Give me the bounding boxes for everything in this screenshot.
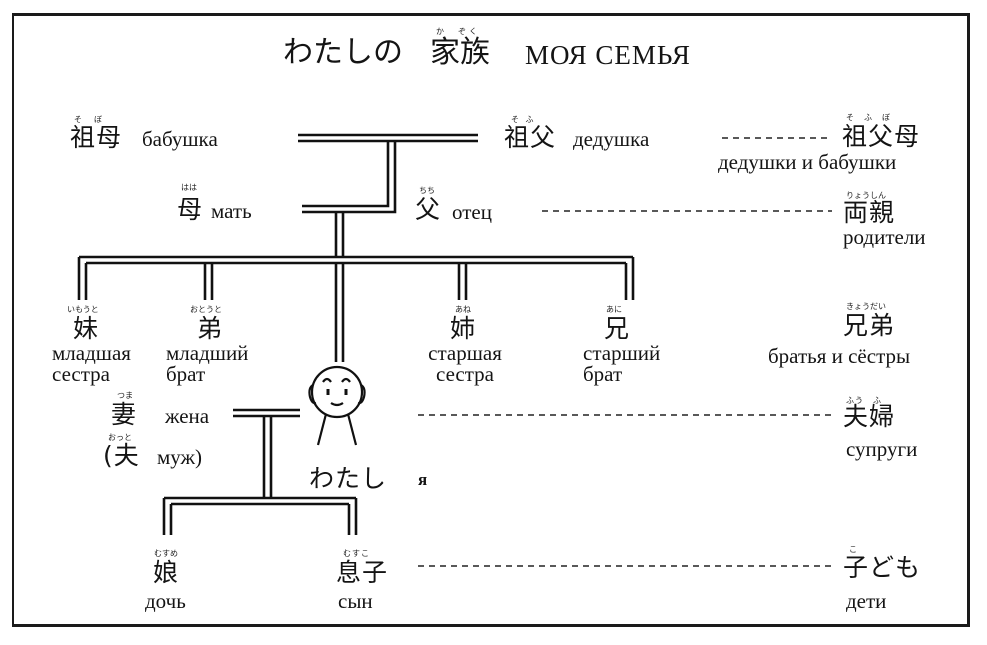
parents-reading: りょうしん (846, 191, 886, 200)
title-jp-prefix: わたしの (283, 35, 403, 70)
spouses-ru: супруги (846, 437, 918, 461)
younger-brother-reading: おとうと (190, 305, 222, 314)
older-brother-kanji: 兄 (604, 314, 631, 343)
grandfather-reading: そ ふ (511, 115, 536, 124)
father-ru: отец (452, 200, 492, 224)
wife-kanji: 妻 (111, 400, 138, 429)
daughter-kanji: 娘 (153, 558, 180, 587)
grandparents-ru: дедушки и бабушки (718, 150, 897, 174)
daughter-reading: むすめ (154, 549, 178, 558)
mother-reading: はは (181, 183, 197, 192)
diagram-frame (12, 13, 970, 627)
grandparents-kanji: 祖父母 (842, 122, 921, 151)
wife-ru: жена (165, 404, 210, 428)
son-ru: сын (338, 589, 373, 613)
younger-sister-reading: いもうと (67, 305, 99, 314)
daughter-ru: дочь (145, 589, 186, 613)
grandmother-ru: бабушка (142, 127, 218, 151)
self-jp: わたし (309, 464, 388, 493)
older-sister-reading: あね (455, 305, 471, 314)
title-reading: か ぞく (436, 27, 480, 36)
parents-ru: родители (843, 225, 926, 249)
spouses-kanji: 夫婦 (843, 402, 896, 431)
younger-sister-ru-line1: младшая (52, 341, 131, 365)
grandparents-descent-line (302, 141, 390, 208)
son-kanji: 息子 (336, 558, 389, 587)
children-kanji: 子ども (843, 553, 922, 582)
mother-ru: мать (211, 199, 252, 223)
siblings-kanji: 兄弟 (843, 311, 896, 340)
children-ru: дети (846, 589, 887, 613)
son-reading: むすこ (343, 549, 370, 558)
older-brother-ru-line2: брат (583, 362, 623, 386)
parents-kanji: 両親 (843, 198, 896, 227)
self-ru: я (418, 470, 428, 489)
older-sister-ru-line1: старшая (428, 341, 502, 365)
older-sister-kanji: 姉 (450, 314, 477, 343)
older-brother-ru-line1: старший (583, 341, 661, 365)
husband-ru: муж) (157, 445, 203, 469)
younger-brother-ru-line1: младший (166, 341, 249, 365)
husband-kanji: (夫 (103, 441, 140, 470)
grandfather-ru: дедушка (573, 127, 650, 151)
younger-sister-kanji: 妹 (73, 314, 100, 343)
title-jp-word: 家族 (430, 35, 490, 70)
siblings-reading: きょうだい (846, 302, 886, 311)
grandmother-reading: そ ぼ (74, 115, 104, 124)
younger-brother-ru-line2: брат (166, 362, 206, 386)
father-kanji: 父 (415, 195, 442, 224)
mother-kanji: 母 (177, 195, 204, 224)
grandfather-kanji: 祖父 (504, 123, 557, 152)
younger-sister-ru-line2: сестра (52, 362, 110, 386)
wife-reading: つま (117, 391, 133, 400)
children-reading: こ (849, 545, 857, 554)
older-brother-reading: あに (606, 305, 622, 314)
grandmother-kanji: 祖母 (70, 123, 123, 152)
title-ru: МОЯ СЕМЬЯ (525, 40, 691, 70)
self-face-icon (308, 365, 366, 446)
father-reading: ちち (419, 186, 435, 195)
grandparents-reading: そ ふ ぼ (846, 113, 891, 122)
husband-reading: おっと (108, 433, 132, 442)
older-sister-ru-line2: сестра (436, 362, 494, 386)
younger-brother-kanji: 弟 (197, 314, 224, 343)
siblings-ru: братья и сёстры (768, 344, 911, 368)
spouses-reading: ふう ふ (846, 396, 882, 405)
